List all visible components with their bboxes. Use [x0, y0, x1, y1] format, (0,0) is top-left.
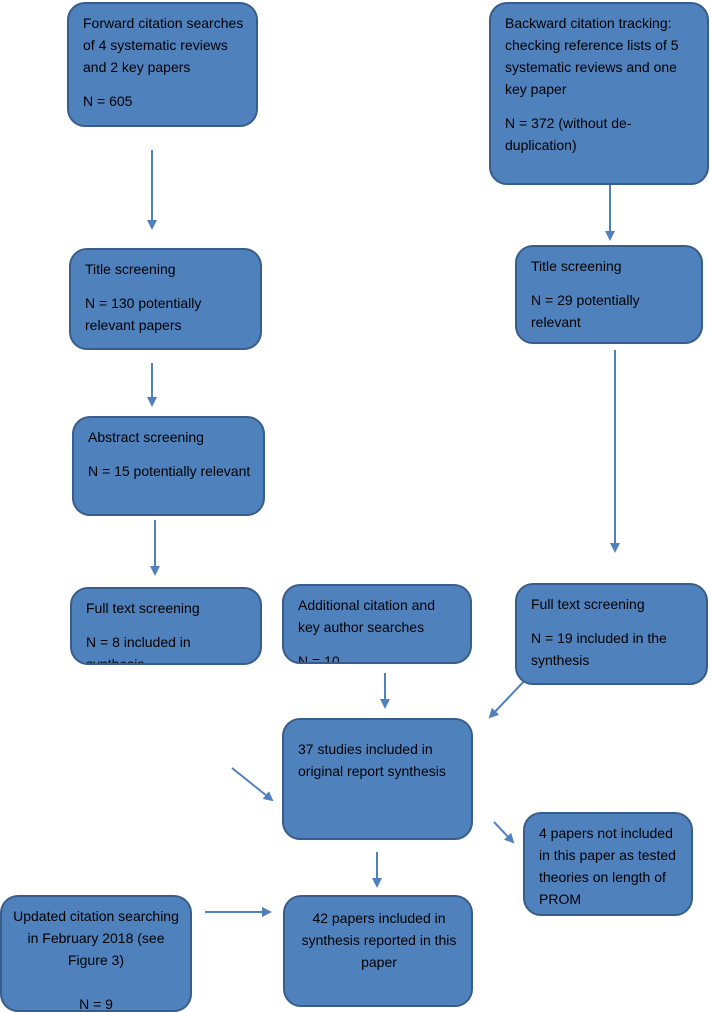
full-text-screening-left-box: Full text screening N = 8 included in sy… — [70, 587, 262, 665]
arrow-fulltext-left-to-synthesis — [231, 767, 274, 802]
excluded-papers-box: 4 papers not included in this paper as t… — [523, 812, 693, 916]
original-report-synthesis-box: 37 studies included in original report s… — [282, 718, 473, 840]
forward-citation-search-box: Forward citation searches of 4 systemati… — [67, 2, 258, 127]
backward-citation-tracking-box: Backward citation tracking: checking ref… — [489, 2, 709, 185]
abstract-screening-label: Abstract screening — [88, 429, 204, 445]
updated-citation-search-count: N = 9 — [79, 996, 113, 1012]
additional-searches-box: Additional citation and key author searc… — [282, 584, 472, 664]
title-screening-left-box: Title screening N = 130 potentially rele… — [69, 248, 262, 350]
final-synthesis-text: 42 papers included in synthesis reported… — [301, 910, 457, 970]
title-screening-right-box: Title screening N = 29 potentially relev… — [515, 245, 703, 344]
additional-searches-count: N = 10 — [298, 653, 340, 664]
full-text-screening-left-label: Full text screening — [86, 600, 200, 616]
updated-citation-search-text: Updated citation searching in February 2… — [13, 908, 179, 968]
forward-citation-search-count: N = 605 — [83, 93, 133, 109]
title-screening-left-count: N = 130 potentially relevant papers — [85, 295, 202, 333]
original-report-synthesis-text: 37 studies included in original report s… — [298, 741, 446, 779]
title-screening-left-label: Title screening — [85, 261, 176, 277]
abstract-screening-box: Abstract screening N = 15 potentially re… — [72, 416, 265, 516]
abstract-screening-count: N = 15 potentially relevant — [88, 463, 251, 479]
full-text-screening-right-box: Full text screening N = 19 included in t… — [515, 583, 708, 685]
backward-citation-tracking-text: Backward citation tracking: checking ref… — [505, 15, 679, 97]
full-text-screening-left-count: N = 8 included in synthesis — [86, 634, 191, 665]
arrow-synthesis-to-excluded — [493, 821, 515, 844]
backward-citation-tracking-count: N = 372 (without de-duplication) — [505, 115, 632, 153]
additional-searches-text: Additional citation and key author searc… — [298, 597, 435, 635]
final-synthesis-box: 42 papers included in synthesis reported… — [283, 895, 473, 1007]
full-text-screening-right-count: N = 19 included in the synthesis — [531, 630, 667, 668]
full-text-screening-right-label: Full text screening — [531, 596, 645, 612]
title-screening-right-label: Title screening — [531, 258, 622, 274]
forward-citation-search-text: Forward citation searches of 4 systemati… — [83, 15, 244, 75]
arrow-fulltext-right-to-synthesis — [488, 676, 529, 719]
title-screening-right-count: N = 29 potentially relevant — [531, 292, 640, 330]
excluded-papers-text: 4 papers not included in this paper as t… — [539, 825, 676, 907]
updated-citation-search-box: Updated citation searching in February 2… — [0, 895, 192, 1012]
